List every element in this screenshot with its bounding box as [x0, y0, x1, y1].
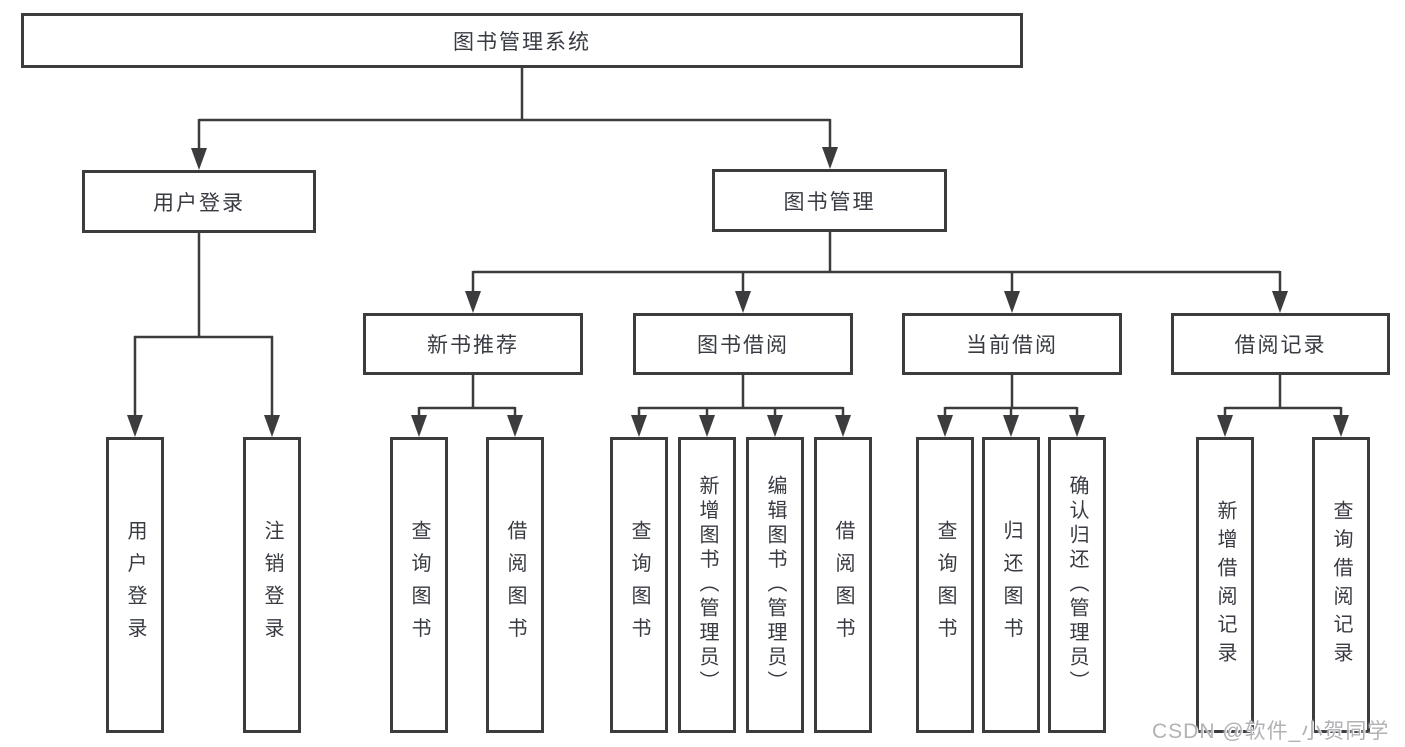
arrow-down-icon: [1333, 415, 1349, 437]
node-label: 查询图书: [408, 520, 430, 650]
connector-user-login-branch: [127, 233, 280, 437]
node-label: 当前借阅: [966, 334, 1058, 357]
leaf-borrow-books-borrowing: 借阅图书: [814, 437, 872, 733]
node-label: 注销登录: [261, 520, 283, 650]
leaf-query-books-borrowing: 查询图书: [610, 437, 668, 733]
arrow-down-icon: [699, 415, 715, 437]
arrow-down-icon: [1069, 415, 1085, 437]
connector-book-borrowing-branch: [631, 375, 851, 437]
arrow-down-icon: [822, 147, 838, 169]
node-label: 确认归还（管理员）: [1066, 475, 1088, 695]
node-label: 编辑图书（管理员）: [764, 475, 786, 695]
node-label: 借阅记录: [1234, 334, 1327, 357]
node-label: 新增图书（管理员）: [696, 475, 718, 695]
node-borrowing-records: 借阅记录: [1171, 313, 1390, 375]
node-book-borrowing: 图书借阅: [633, 313, 853, 375]
connector-current-borrowing-branch: [937, 375, 1085, 437]
arrow-down-icon: [1004, 291, 1020, 313]
arrow-down-icon: [1003, 415, 1019, 437]
arrow-down-icon: [1272, 291, 1288, 313]
node-label: 新书推荐: [427, 334, 519, 357]
node-label: 借阅图书: [832, 520, 854, 650]
node-label: 图书管理: [783, 190, 876, 214]
node-label: 图书管理系统: [453, 30, 591, 54]
arrow-down-icon: [411, 415, 427, 437]
leaf-user-login: 用户登录: [106, 437, 164, 733]
arrow-down-icon: [264, 415, 280, 437]
arrow-down-icon: [191, 148, 207, 170]
arrow-down-icon: [835, 415, 851, 437]
arrow-down-icon: [735, 291, 751, 313]
leaf-borrow-books-recommend: 借阅图书: [486, 437, 544, 733]
node-current-borrowing: 当前借阅: [902, 313, 1122, 375]
connector-book-management-branch: [465, 232, 1288, 313]
leaf-query-borrow-record: 查询借阅记录: [1312, 437, 1370, 733]
leaf-query-books-recommend: 查询图书: [390, 437, 448, 733]
node-book-management: 图书管理: [712, 169, 947, 232]
node-label: 归还图书: [1000, 520, 1022, 650]
leaf-return-books: 归还图书: [982, 437, 1040, 733]
arrow-down-icon: [937, 415, 953, 437]
node-label: 用户登录: [124, 520, 146, 650]
arrow-down-icon: [507, 415, 523, 437]
leaf-add-borrow-record: 新增借阅记录: [1196, 437, 1254, 733]
leaf-logout: 注销登录: [243, 437, 301, 733]
leaf-confirm-return-admin: 确认归还（管理员）: [1048, 437, 1106, 733]
leaf-edit-books-admin: 编辑图书（管理员）: [746, 437, 804, 733]
connector-root-to-level2: [191, 68, 838, 170]
node-label: 查询图书: [628, 520, 650, 650]
node-new-book-recommendation: 新书推荐: [363, 313, 583, 375]
arrow-down-icon: [767, 415, 783, 437]
connector-borrowing-records-branch: [1217, 375, 1349, 437]
arrow-down-icon: [127, 415, 143, 437]
leaf-add-books-admin: 新增图书（管理员）: [678, 437, 736, 733]
node-library-management-system: 图书管理系统: [21, 13, 1023, 68]
node-label: 新增借阅记录: [1214, 499, 1236, 671]
node-label: 借阅图书: [504, 520, 526, 650]
csdn-watermark: CSDN @软件_小贺同学: [1152, 720, 1390, 743]
node-label: 用户登录: [153, 191, 245, 215]
leaf-query-books-current: 查询图书: [916, 437, 974, 733]
connector-new-book-branch: [411, 375, 523, 437]
arrow-down-icon: [631, 415, 647, 437]
arrow-down-icon: [1217, 415, 1233, 437]
node-label: 图书借阅: [697, 334, 789, 357]
arrow-down-icon: [465, 291, 481, 313]
node-label: 查询借阅记录: [1330, 499, 1352, 671]
node-user-login: 用户登录: [82, 170, 316, 233]
node-label: 查询图书: [934, 520, 956, 650]
